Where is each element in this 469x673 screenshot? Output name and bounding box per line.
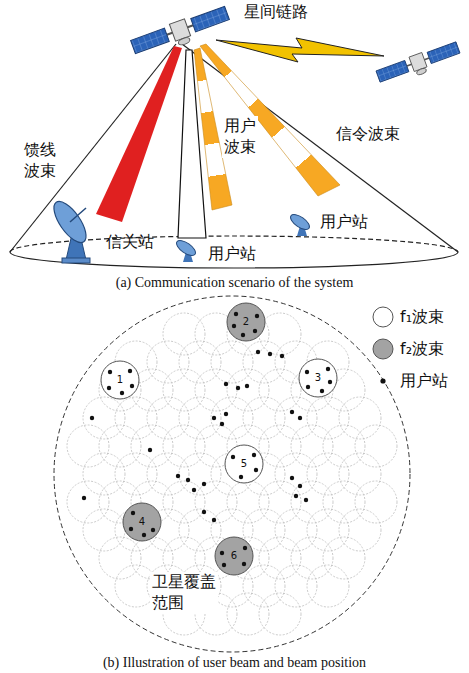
user-station-dot	[131, 511, 135, 515]
beam-position	[83, 509, 125, 551]
beam-position	[259, 593, 301, 635]
beam-position-grid	[67, 313, 397, 635]
beam-position	[307, 565, 349, 607]
region-label: 卫星覆盖 范围	[150, 572, 218, 614]
legend-item: f₁波束	[372, 306, 444, 328]
beam-circle: 6	[214, 536, 254, 576]
station-label: 用户站	[320, 212, 368, 233]
beam-circle: 1	[100, 360, 140, 400]
beam-position	[99, 537, 141, 579]
coverage-boundary	[54, 296, 410, 652]
beam-number: 5	[241, 459, 247, 469]
user-station-dot	[120, 391, 124, 395]
user-station-dot	[222, 563, 226, 567]
beam-circle: 4	[122, 502, 162, 542]
satellite	[375, 40, 462, 88]
user-station-dot	[306, 385, 310, 389]
legend-text: 用户站	[400, 371, 448, 392]
beam-disc	[215, 537, 253, 575]
user-station-dot	[231, 455, 235, 459]
beam-number: 6	[231, 551, 237, 561]
coverage-cone	[10, 44, 458, 268]
user-station-dot	[328, 380, 332, 384]
beam-number: 1	[117, 375, 123, 385]
user-station-dot	[108, 370, 112, 374]
user-station-dot	[107, 386, 111, 390]
user-station-dot	[239, 475, 243, 479]
user-station-dot	[253, 329, 257, 333]
beam-disc	[299, 359, 337, 397]
gateway-antenna	[48, 197, 92, 263]
legend-text: f₂波束	[400, 339, 444, 360]
user-station-dots	[82, 350, 308, 522]
user-station-dot	[255, 314, 259, 318]
beam-position	[227, 593, 269, 635]
legend-swatch	[372, 306, 394, 328]
user-station-dot	[151, 528, 155, 532]
caption: (b) Illustration of user beam and beam p…	[0, 654, 469, 672]
legend-item: 用户站	[372, 370, 448, 392]
station-label: 用户站	[208, 244, 256, 265]
beam-circle: 3	[298, 358, 338, 398]
legend-item: f₂波束	[372, 338, 444, 360]
beam-disc	[101, 361, 139, 399]
beam-disc	[123, 503, 161, 541]
user-station-dot	[129, 527, 133, 531]
user-antenna	[288, 212, 312, 236]
beam-circle: 2	[226, 302, 266, 342]
caption: (a) Communication scenario of the system	[0, 274, 469, 292]
user-station-dot	[220, 551, 224, 555]
beam-position	[67, 481, 109, 523]
signalling-beam	[200, 44, 340, 196]
user-station-dot	[254, 468, 258, 472]
feeder-beam	[96, 46, 182, 222]
beam-disc	[225, 445, 263, 483]
beam-label: 信令波束	[336, 124, 400, 145]
beam-disc	[227, 303, 265, 341]
beam-label: 用户 波束	[222, 116, 258, 158]
beam-number: 3	[315, 373, 321, 383]
user-station-dot	[252, 453, 256, 457]
legend-swatch	[372, 370, 394, 392]
station-label: 信关站	[106, 232, 154, 253]
user-station-dot	[234, 312, 238, 316]
user-station-dot	[232, 324, 236, 328]
user-station-dot	[320, 389, 324, 393]
user-station-dot	[142, 533, 146, 537]
user-station-dot	[130, 384, 134, 388]
user-antenna	[174, 238, 198, 262]
user-station-dot	[305, 370, 309, 374]
satellite	[130, 4, 232, 61]
beam-number: 2	[243, 317, 249, 327]
user-station-dot	[128, 369, 132, 373]
user-station-dot	[326, 367, 330, 371]
beam-circle: 5	[224, 444, 264, 484]
beam-number: 4	[139, 517, 145, 527]
legend-swatch	[372, 338, 394, 360]
link-bolt	[216, 38, 384, 62]
user-station-dot	[243, 546, 247, 550]
legend-text: f₁波束	[400, 307, 444, 328]
beam-position	[67, 425, 109, 467]
user-station-dot	[241, 333, 245, 337]
beam-label: 馈线 波束	[22, 140, 58, 182]
link-label: 星间链路	[244, 2, 308, 23]
user-station-dot	[242, 562, 246, 566]
